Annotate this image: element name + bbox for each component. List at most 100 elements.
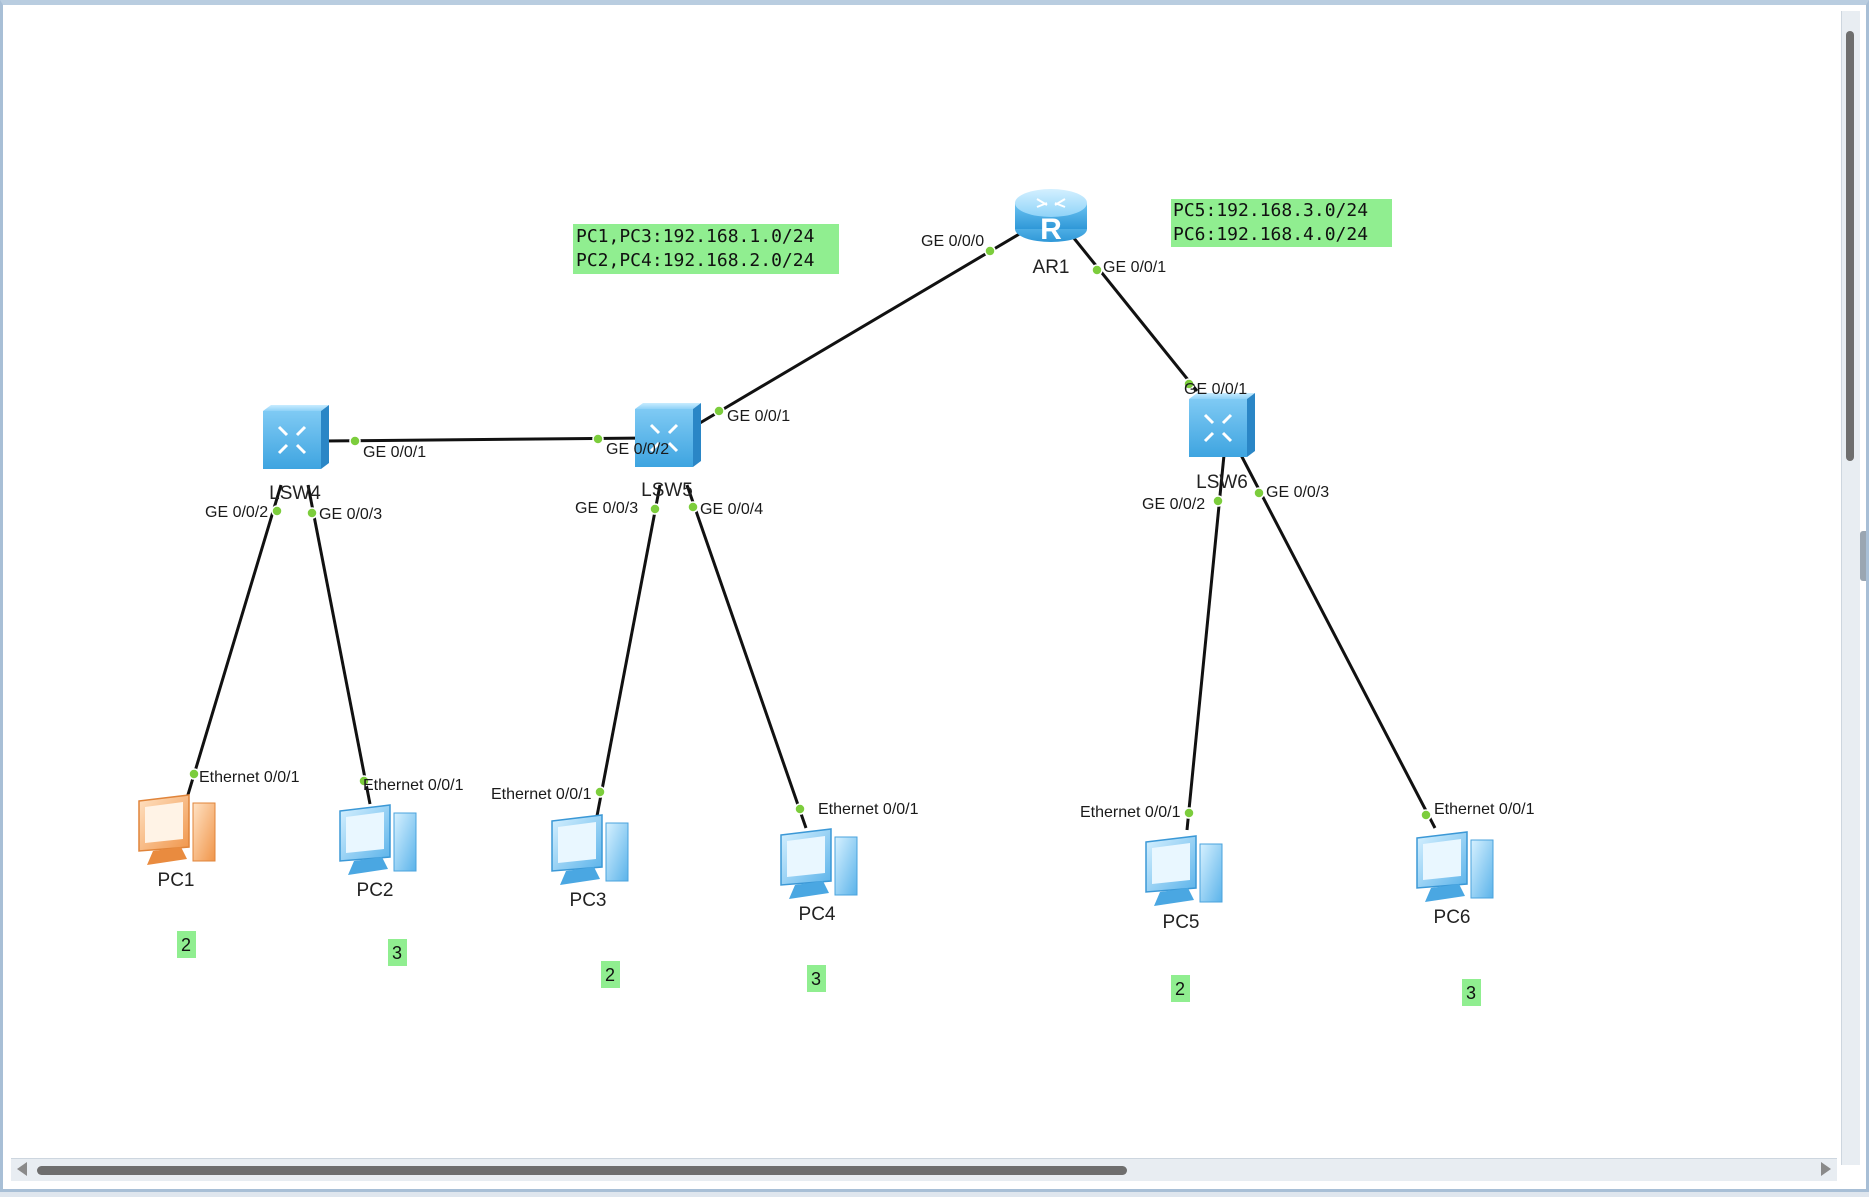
topology-diagram[interactable]: R AR1 LSW4 LSW5 LSW6 — [3, 5, 1869, 1197]
port-dot[interactable] — [1420, 809, 1432, 821]
device-label: PC5 — [1163, 912, 1200, 933]
port-dots — [188, 245, 1432, 821]
port-label: GE 0/0/1 — [1184, 381, 1247, 398]
port-label: GE 0/0/0 — [921, 233, 984, 250]
switch-lsw6[interactable]: LSW6 — [1189, 393, 1255, 493]
port-dot[interactable] — [358, 775, 370, 787]
link-lsw5-pc4[interactable] — [685, 484, 808, 829]
device-label: PC3 — [570, 890, 607, 911]
link-ar1-lsw5[interactable] — [682, 231, 1022, 435]
port-dot[interactable] — [1212, 495, 1224, 507]
panel-resize-grip[interactable] — [1860, 531, 1866, 581]
vertical-scrollbar-thumb[interactable] — [1846, 31, 1854, 461]
vlan-tags: 2 3 2 3 2 3 — [177, 931, 1481, 1006]
vertical-scrollbar[interactable] — [1841, 11, 1866, 1165]
port-dot[interactable] — [713, 405, 725, 417]
subnet-note-right[interactable]: PC5:192.168.3.0/24 PC6:192.168.4.0/24 — [1171, 199, 1392, 247]
port-label: GE 0/0/3 — [575, 500, 638, 517]
link-lsw4-pc1[interactable] — [185, 484, 283, 799]
vlan-tag-pc6[interactable]: 3 — [1462, 979, 1481, 1006]
device-label: LSW5 — [641, 480, 693, 501]
port-label: GE 0/0/1 — [1103, 259, 1166, 276]
svg-text:3: 3 — [811, 969, 821, 989]
pc-pc6[interactable]: PC6 — [1416, 831, 1494, 928]
port-label: Ethernet 0/0/1 — [1080, 804, 1181, 821]
port-dot[interactable] — [984, 245, 996, 257]
port-label: GE 0/0/1 — [363, 444, 426, 461]
vlan-tag-pc4[interactable]: 3 — [807, 965, 826, 992]
router-ar1[interactable]: R AR1 — [1015, 189, 1087, 278]
pc-icon — [1145, 835, 1223, 906]
switch-icon — [635, 403, 701, 467]
port-dot[interactable] — [687, 501, 699, 513]
horizontal-scrollbar[interactable] — [11, 1158, 1837, 1181]
port-label: Ethernet 0/0/1 — [1434, 801, 1535, 818]
port-dot[interactable] — [349, 435, 361, 447]
pc-pc2[interactable]: PC2 — [339, 804, 417, 901]
pc-pc1[interactable]: PC1 — [138, 794, 216, 891]
scroll-right-arrow-icon[interactable] — [1821, 1162, 1831, 1176]
router-icon: R — [1015, 189, 1087, 246]
port-label: GE 0/0/3 — [319, 506, 382, 523]
port-label: Ethernet 0/0/1 — [199, 769, 300, 786]
port-label: Ethernet 0/0/1 — [363, 777, 464, 794]
note-line: PC6:192.168.4.0/24 — [1173, 224, 1368, 245]
horizontal-scrollbar-thumb[interactable] — [37, 1166, 1127, 1175]
link-lsw6-pc5[interactable] — [1185, 454, 1226, 831]
note-line: PC1,PC3:192.168.1.0/24 — [576, 226, 814, 247]
port-dot[interactable] — [1091, 264, 1103, 276]
pc-pc3[interactable]: PC3 — [551, 814, 629, 911]
port-label: Ethernet 0/0/1 — [491, 786, 592, 803]
port-dot[interactable] — [592, 433, 604, 445]
note-line: PC5:192.168.3.0/24 — [1173, 200, 1368, 221]
switch-lsw5[interactable]: LSW5 — [635, 403, 701, 501]
device-label: PC6 — [1434, 907, 1471, 928]
device-label: PC2 — [357, 880, 394, 901]
pc-icon — [339, 804, 417, 875]
svg-text:R: R — [1040, 213, 1062, 246]
port-dot[interactable] — [1253, 487, 1265, 499]
subnet-note-left[interactable]: PC1,PC3:192.168.1.0/24 PC2,PC4:192.168.2… — [573, 224, 839, 274]
pc-icon — [138, 794, 216, 865]
link-ar1-lsw6[interactable] — [1071, 236, 1199, 392]
port-dot[interactable] — [188, 768, 200, 780]
port-label: Ethernet 0/0/1 — [818, 801, 919, 818]
port-label: GE 0/0/3 — [1266, 484, 1329, 501]
link-lsw4-pc2[interactable] — [306, 484, 372, 805]
port-label: GE 0/0/2 — [606, 441, 669, 458]
link-lsw5-pc3[interactable] — [595, 484, 662, 817]
port-dot[interactable] — [271, 505, 283, 517]
link-lsw6-pc6[interactable] — [1239, 454, 1437, 829]
svg-text:2: 2 — [605, 965, 615, 985]
vlan-tag-pc3[interactable]: 2 — [601, 961, 620, 988]
port-dot[interactable] — [1183, 378, 1195, 390]
switch-icon — [1189, 393, 1255, 457]
switch-icon — [263, 405, 329, 469]
svg-text:2: 2 — [1175, 979, 1185, 999]
svg-text:3: 3 — [392, 943, 402, 963]
pc-icon — [780, 828, 858, 899]
port-dot[interactable] — [306, 507, 318, 519]
port-labels: GE 0/0/0 GE 0/0/1 GE 0/0/1 GE 0/0/1 GE 0… — [199, 233, 1535, 821]
switch-lsw4[interactable]: LSW4 — [263, 405, 329, 504]
vlan-tag-pc2[interactable]: 3 — [388, 939, 407, 966]
port-label: GE 0/0/2 — [1142, 496, 1205, 513]
port-dot[interactable] — [794, 803, 806, 815]
svg-text:3: 3 — [1466, 983, 1476, 1003]
device-label: PC1 — [158, 870, 195, 891]
pc-icon — [551, 814, 629, 885]
pc-pc4[interactable]: PC4 — [780, 828, 858, 925]
device-label: AR1 — [1033, 257, 1070, 278]
port-dot[interactable] — [594, 786, 606, 798]
port-dot[interactable] — [649, 503, 661, 515]
vlan-tag-pc5[interactable]: 2 — [1171, 975, 1190, 1002]
port-label: GE 0/0/4 — [700, 501, 763, 518]
vlan-tag-pc1[interactable]: 2 — [177, 931, 196, 958]
note-line: PC2,PC4:192.168.2.0/24 — [576, 250, 814, 271]
device-label: LSW6 — [1196, 472, 1248, 493]
scroll-left-arrow-icon[interactable] — [17, 1162, 27, 1176]
links — [185, 231, 1437, 831]
pc-pc5[interactable]: PC5 — [1145, 835, 1223, 933]
port-dot[interactable] — [1183, 807, 1195, 819]
